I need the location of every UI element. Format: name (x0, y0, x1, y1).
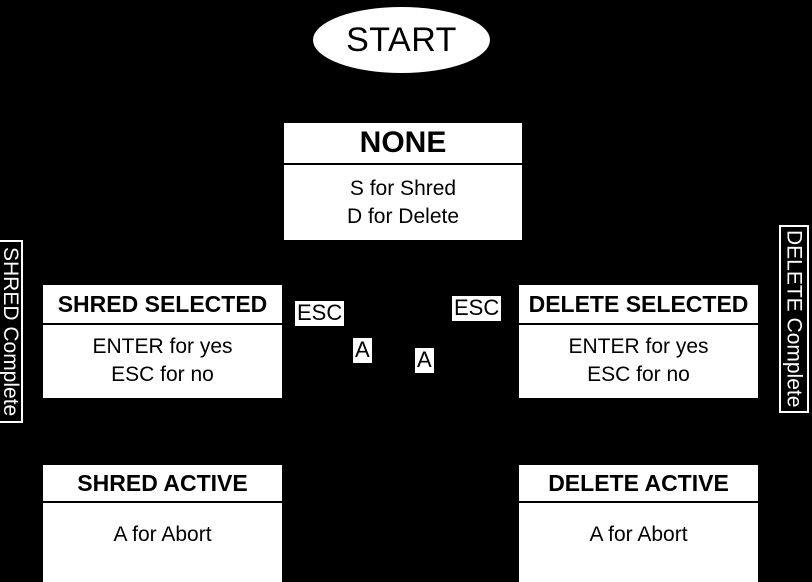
state-node-none: NONE S for Shred D for Delete (284, 123, 522, 240)
edge-label-esc-right: ESC (452, 295, 502, 321)
state-line: A for Abort (589, 523, 688, 546)
state-line: D for Delete (346, 205, 460, 229)
state-body-delete-selected: ENTER for yes ESC for no (519, 325, 758, 398)
state-body-delete-active: A for Abort (519, 503, 758, 582)
state-body-shred-active: A for Abort (43, 503, 282, 582)
state-title-delete-active: DELETE ACTIVE (519, 465, 758, 503)
side-label-text: SHRED Complete (0, 246, 22, 417)
state-title-shred-selected: SHRED SELECTED (43, 285, 282, 325)
state-line: ESC for no (587, 363, 690, 387)
state-node-shred-selected: SHRED SELECTED ENTER for yes ESC for no (43, 285, 282, 398)
state-node-delete-selected: DELETE SELECTED ENTER for yes ESC for no (519, 285, 758, 398)
state-body-none: S for Shred D for Delete (284, 165, 522, 240)
state-title-delete-selected: DELETE SELECTED (519, 285, 758, 325)
state-line: S for Shred (349, 177, 457, 200)
start-node: START (313, 7, 490, 73)
state-line: ESC for no (111, 363, 214, 387)
side-label-delete-complete: DELETE Complete (779, 225, 809, 413)
start-node-label: START (346, 21, 457, 59)
state-line: A for Abort (113, 523, 212, 546)
edge-label-a-right: A (415, 347, 434, 373)
edge-label-a-left: A (353, 337, 372, 363)
state-title-none: NONE (284, 123, 522, 165)
state-title-shred-active: SHRED ACTIVE (43, 465, 282, 503)
state-line: ENTER for yes (92, 335, 233, 358)
state-line: ENTER for yes (568, 335, 709, 358)
state-node-delete-active: DELETE ACTIVE A for Abort (519, 465, 758, 582)
edge-label-esc-left: ESC (295, 300, 345, 326)
side-label-text: DELETE Complete (782, 230, 806, 408)
side-label-shred-complete: SHRED Complete (0, 240, 23, 423)
state-node-shred-active: SHRED ACTIVE A for Abort (43, 465, 282, 582)
state-body-shred-selected: ENTER for yes ESC for no (43, 325, 282, 398)
